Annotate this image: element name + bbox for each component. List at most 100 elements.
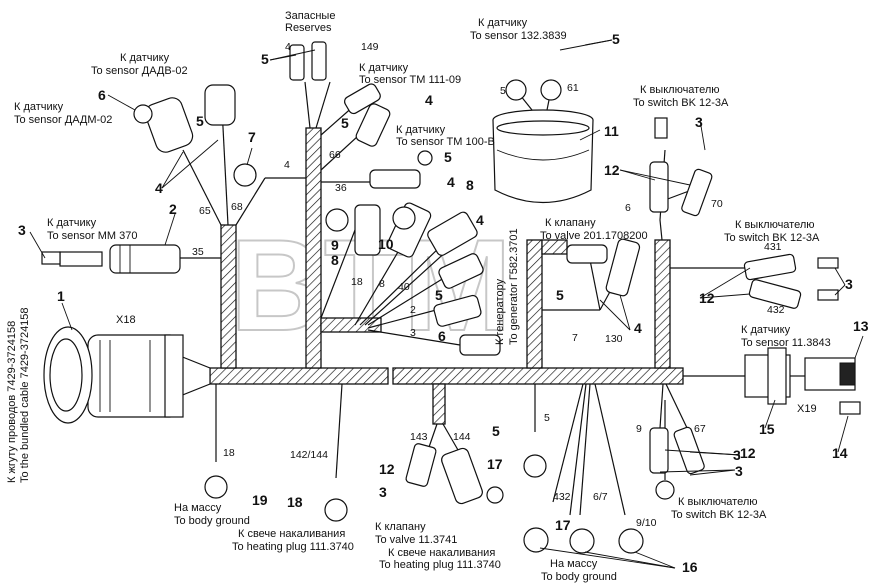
callout-16: 16 [682, 559, 698, 575]
sensor-dadm-label-ru: К датчику [14, 101, 64, 113]
wire-number: 5 [544, 412, 550, 424]
wire-numbers: 4 149 5 61 66 4 36 65 68 35 18 8 40 2 3 … [192, 41, 785, 529]
wire-number: 35 [192, 246, 204, 258]
labels: Запасные Reserves К датчику To sensor 13… [6, 10, 831, 583]
callout-3: 3 [735, 463, 743, 479]
wire-number: 6 [625, 202, 631, 214]
main-trunk-left [209, 367, 389, 385]
switch-bot-label-en: To switch BK 12-3A [671, 509, 767, 521]
callout-18: 18 [287, 494, 303, 510]
plug-mid-label-ru: К свече накаливания [388, 547, 495, 559]
ground-left-label-ru: На массу [174, 502, 222, 514]
switch-bot-label-ru: К выключателю [678, 496, 758, 508]
wire-number: 9/10 [636, 517, 657, 529]
valve-201-label-ru: К клапану [545, 217, 596, 229]
wire-number: 142/144 [290, 449, 328, 461]
callout-5: 5 [196, 113, 204, 129]
plug-left-label-en: To heating plug 111.3740 [232, 541, 354, 553]
callout-9: 9 [331, 237, 339, 253]
callout-17: 17 [555, 517, 571, 533]
wire-number: 9 [636, 423, 642, 435]
wire-number: 149 [361, 41, 379, 53]
sensor-tm111-label-ru: К датчику [359, 62, 409, 74]
sensor-132-3839-label-en: To sensor 132.3839 [470, 30, 567, 42]
plug-left-label-ru: К свече накаливания [238, 528, 345, 540]
callout-4: 4 [634, 320, 642, 336]
callout-5: 5 [612, 31, 620, 47]
valve-11-3741-label-en: To valve 11.3741 [375, 534, 457, 546]
wire-number: 18 [351, 276, 363, 288]
wire-number: 3 [410, 327, 416, 339]
harness-trunks [179, 127, 684, 425]
sensor-tm100-label-en: To sensor TM 100-B [396, 136, 495, 148]
sensor-dadv-label-en: To sensor ДАДВ-02 [91, 65, 188, 77]
wire-number: 70 [711, 198, 723, 210]
callout-4: 4 [476, 212, 484, 228]
sensor-mm370-label-ru: К датчику [47, 217, 97, 229]
reserves-label-ru: Запасные [285, 10, 335, 22]
main-trunk-right [392, 367, 684, 385]
trunk-funnel [179, 355, 211, 397]
right-branch [654, 239, 671, 369]
wire-number: 61 [567, 82, 579, 94]
wire-number: 8 [379, 278, 385, 290]
wire-number: 4 [284, 159, 290, 171]
sensor-11-3843-label-en: To sensor 11.3843 [741, 337, 831, 349]
valve-drop [432, 383, 446, 425]
wire-number: 4 [285, 41, 291, 53]
ground-right-label-en: To body ground [541, 571, 617, 583]
wire-number: 432 [767, 304, 785, 316]
callout-5: 5 [261, 51, 269, 67]
sensor-tm111-label-en: To sensor TM 111-09 [359, 74, 461, 86]
callout-7: 7 [248, 129, 256, 145]
wire-number: 6/7 [593, 491, 608, 503]
callout-6: 6 [438, 328, 446, 344]
x19-label: X19 [797, 403, 817, 415]
relay-15 [744, 347, 791, 405]
left-branch [220, 224, 237, 369]
wire-number: 143 [410, 431, 428, 443]
callout-19: 19 [252, 492, 268, 508]
sensor-dadv-label-ru: К датчику [120, 52, 170, 64]
bundled-label-en: To the bundled cable 7429-3724158 [19, 307, 31, 483]
sensor-tm100-label-ru: К датчику [396, 124, 446, 136]
sensor-mm370 [59, 244, 181, 274]
callout-1: 1 [57, 288, 65, 304]
x18-label: X18 [116, 314, 136, 326]
generator-label-en: To generator Г582.3701 [508, 228, 520, 345]
callout-3: 3 [18, 222, 26, 238]
pin-terminals [41, 117, 861, 415]
callout-17: 17 [487, 456, 503, 472]
sensor-132-3839-label-ru: К датчику [478, 17, 528, 29]
ground-left-label-en: To body ground [174, 515, 250, 527]
wire-number: 65 [199, 205, 211, 217]
sensor-132-3839 [492, 109, 594, 203]
switch-top-label-en: To switch BK 12-3A [633, 97, 729, 109]
valve-201-label-en: To valve 201.1708200 [540, 230, 648, 242]
wire-number: 431 [764, 241, 782, 253]
callout-5: 5 [556, 287, 564, 303]
wire-number: 66 [329, 149, 341, 161]
valve-11-3741-label-ru: К клапану [375, 521, 426, 533]
switch-mid-label-ru: К выключателю [735, 219, 815, 231]
callout-2: 2 [169, 201, 177, 217]
wire-number: 18 [223, 447, 235, 459]
wire-number: 40 [398, 281, 410, 293]
callout-14: 14 [832, 445, 848, 461]
wire-number: 5 [500, 85, 506, 97]
wire-number: 130 [605, 333, 623, 345]
ring-terminals [133, 79, 675, 554]
sensor-dadm-label-en: To sensor ДАДМ-02 [14, 114, 112, 126]
callout-8: 8 [331, 252, 339, 268]
callout-3: 3 [695, 114, 703, 130]
plug-mid-label-en: To heating plug 111.3740 [379, 559, 501, 571]
callout-5: 5 [492, 423, 500, 439]
sensor-mm370-label-en: To sensor MM 370 [47, 230, 137, 242]
wire-number: 7 [572, 332, 578, 344]
part-callouts: 1 2 3 3 3 3 3 3 4 4 4 4 4 5 5 5 5 5 5 5 … [18, 31, 869, 575]
center-branch [305, 127, 322, 369]
wire-number: 36 [335, 182, 347, 194]
callout-3: 3 [379, 484, 387, 500]
